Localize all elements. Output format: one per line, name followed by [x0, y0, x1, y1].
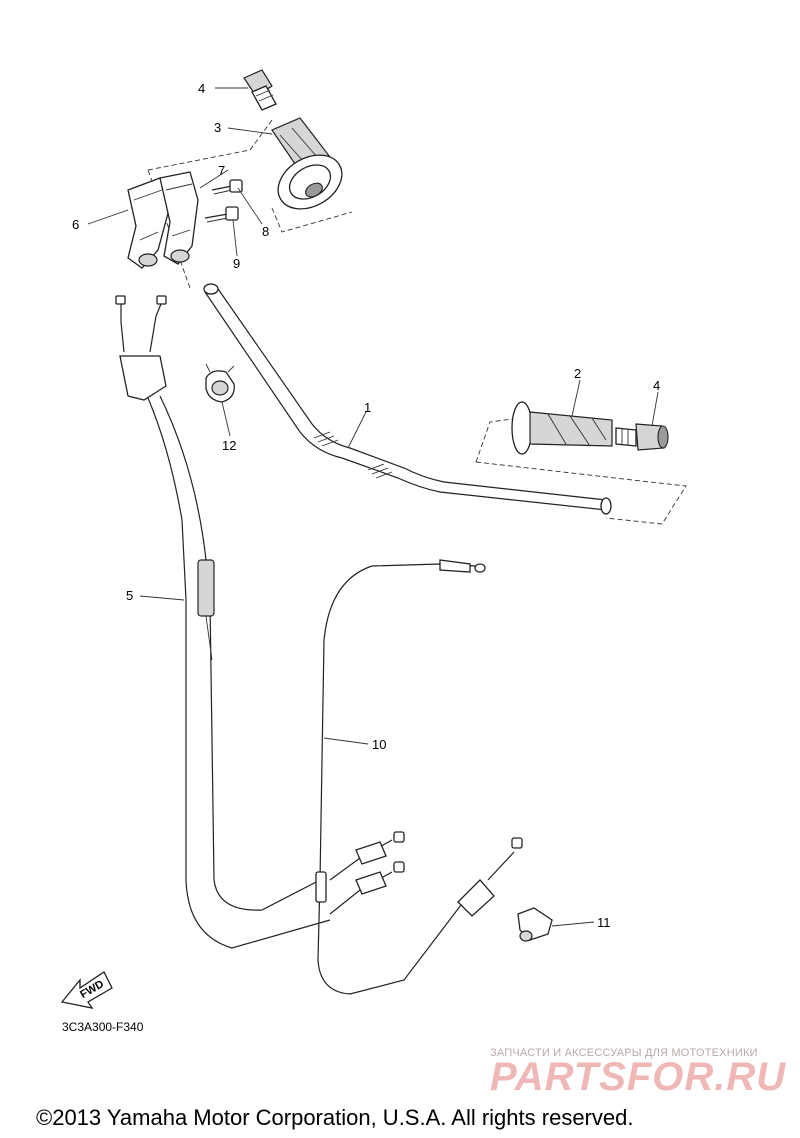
grip-boundary	[475, 417, 687, 525]
part-cable-clamp	[205, 363, 235, 403]
callout-7: 7	[218, 163, 225, 178]
callout-9: 9	[233, 256, 240, 271]
callout-10: 10	[372, 737, 386, 752]
watermark-brand: PARTSFOR.RU	[490, 1055, 786, 1099]
part-cable-holder	[517, 907, 553, 942]
part-grip-end-right	[615, 423, 669, 451]
leader-lines	[87, 87, 659, 927]
part-screw-upper	[211, 179, 243, 195]
part-housing-lower	[159, 171, 199, 265]
callout-1: 1	[364, 400, 371, 415]
part-left-grip	[511, 401, 613, 455]
part-handlebar	[203, 283, 612, 515]
part-grip-end-top	[243, 69, 277, 111]
callout-6: 6	[72, 217, 79, 232]
part-screw-lower	[204, 206, 239, 223]
callout-12: 12	[222, 438, 236, 453]
callout-5: 5	[126, 588, 133, 603]
callout-4-top: 4	[198, 81, 205, 96]
watermark-tagline: ЗАПЧАСТИ И АКСЕССУАРЫ ДЛЯ МОТОТЕХНИКИ	[490, 1047, 758, 1059]
callout-labels: 1 2 3 4 4 5 6 7 8 9 10 11 12	[72, 81, 660, 930]
part-secondary-cable	[315, 559, 523, 995]
callout-11: 11	[597, 915, 611, 930]
callout-3: 3	[214, 120, 221, 135]
fwd-arrow: FWD	[60, 971, 113, 1009]
copyright-notice: ©2013 Yamaha Motor Corporation, U.S.A. A…	[36, 1105, 633, 1130]
callout-2: 2	[574, 366, 581, 381]
part-throttle-grip	[271, 117, 343, 210]
diagram-code: 3C3A300-F340	[62, 1020, 144, 1034]
callout-4-right: 4	[653, 378, 660, 393]
part-throttle-cable	[115, 295, 331, 949]
callout-8: 8	[262, 224, 269, 239]
